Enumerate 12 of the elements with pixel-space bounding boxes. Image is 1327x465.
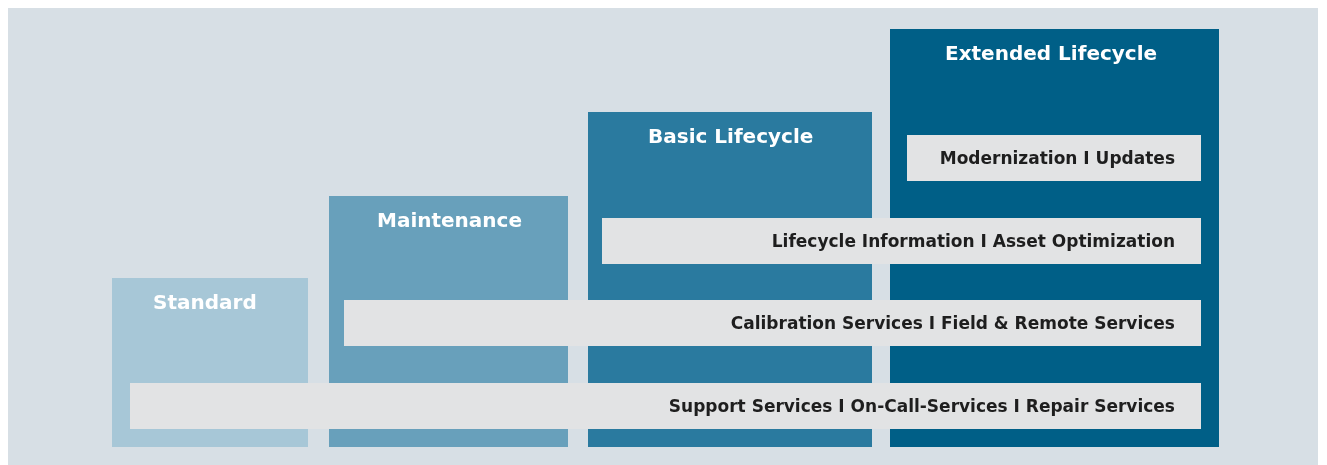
service-label: Lifecycle Information I Asset Optimization — [771, 231, 1175, 251]
tier-title: Basic Lifecycle — [648, 124, 814, 148]
service-label: Support Services I On-Call-Services I Repair Services — [668, 396, 1175, 416]
tier-title: Extended Lifecycle — [945, 41, 1158, 65]
tier-title: Maintenance — [377, 208, 522, 232]
service-band — [344, 300, 1201, 346]
service-label: Calibration Services I Field & Remote Services — [730, 313, 1175, 333]
service-band — [602, 218, 1201, 264]
service-label: Modernization I Updates — [939, 148, 1175, 168]
service-band — [130, 383, 1201, 429]
tier-title: Standard — [153, 290, 257, 314]
service-band — [907, 135, 1201, 181]
